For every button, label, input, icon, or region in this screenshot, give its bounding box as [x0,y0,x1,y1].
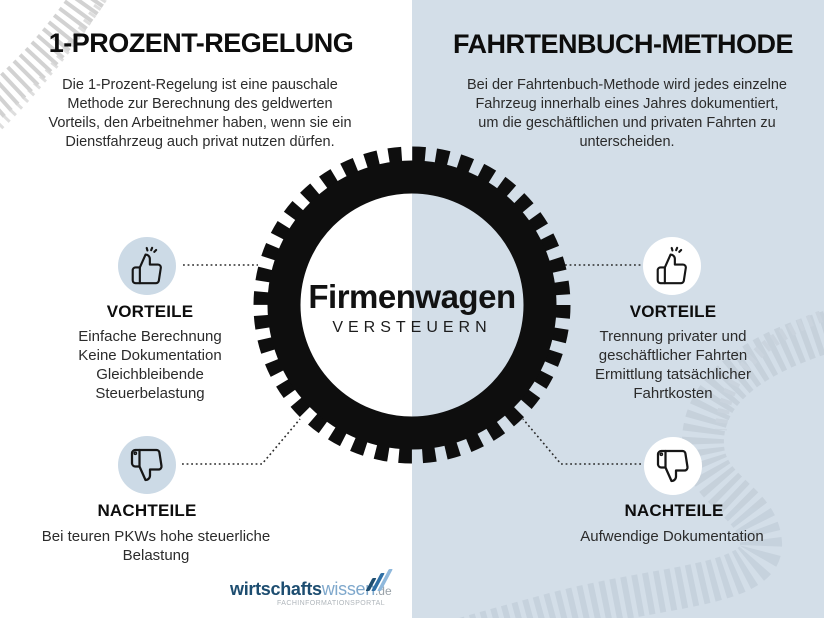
left-advantages-title: VORTEILE [106,302,194,321]
triple-slash-icon [365,569,393,591]
center-title: Firmenwagen [308,278,516,315]
advantage-item: Einfache Berechnung [78,328,222,345]
thumbs-down-icon [130,448,163,482]
right-section-description: Bei der Fahrtenbuch-Methode wird jedes e… [467,77,787,150]
left-disadvantages-icon-badge [118,436,176,494]
left-section-description: Die 1-Prozent-Regelung ist eine pauschal… [48,77,352,150]
left-disadvantages-list: Bei teuren PKWs hohe steuerliche Belastu… [21,527,291,565]
right-disadvantages-title: NACHTEILE [624,501,724,520]
advantage-item: Keine Dokumentation [78,347,222,364]
connector-left-disadvantages [182,418,301,465]
advantage-item: Gleichbleibende Steuerbelastung [95,366,205,402]
brand-tagline: FACHINFORMATIONSPORTAL [277,600,385,607]
left-advantages-icon-badge [118,237,176,295]
advantage-item: Trennung privater und geschäftlicher Fah… [598,328,748,364]
advantage-item: Ermittlung tatsächlicher Fahrtkosten [595,366,751,402]
brand-wordmark-light: wissen [321,579,376,599]
left-section-title: 1-PROZENT-REGELUNG [48,28,354,58]
right-advantages-icon-badge [643,237,701,295]
thumbs-up-icon [131,246,162,285]
thumbs-down-icon [656,449,689,483]
brand-wordmark-bold: wirtschafts [230,579,322,599]
right-advantages-title: VORTEILE [629,302,717,321]
right-advantages-list: Trennung privater und geschäftlicher Fah… [563,327,783,403]
right-section-title: FAHRTENBUCH-METHODE [453,29,793,59]
left-disadvantages-title: NACHTEILE [97,501,197,520]
left-advantages-list: Einfache Berechnung Keine Dokumentation … [45,327,255,403]
thumbs-up-icon [656,246,687,285]
disadvantage-item: Aufwendige Dokumentation [580,528,764,545]
right-disadvantages-icon-badge [644,437,702,495]
disadvantage-item: Bei teuren PKWs hohe steuerliche Belastu… [41,528,271,564]
center-subtitle: VERSTEUERN [332,319,492,336]
right-disadvantages-list: Aufwendige Dokumentation [542,527,802,546]
